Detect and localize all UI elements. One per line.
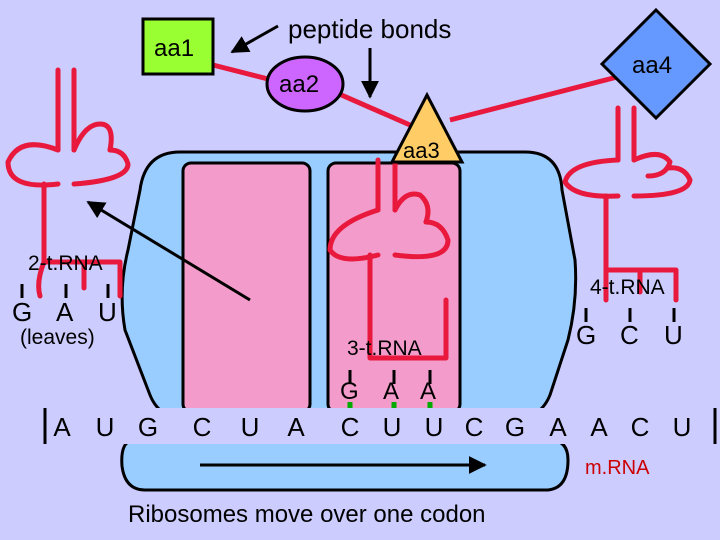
- anticodon-4-base-1: G: [576, 320, 597, 350]
- amino-acid-aa4: [599, 7, 713, 121]
- p-site: [181, 161, 312, 414]
- bond-aa3-aa4: [449, 72, 626, 123]
- mrna-base: A: [549, 412, 567, 442]
- label-mrna: m.RNA: [585, 457, 650, 479]
- amino-acid-aa1: [141, 17, 215, 76]
- bond-aa2-aa3: [328, 87, 412, 128]
- anticodon-3-base-1: G: [340, 378, 359, 405]
- anticodon-2-base-2: A: [56, 297, 74, 327]
- amino-acid-aa2: [265, 55, 345, 113]
- amino-acid-aa3: [389, 91, 465, 164]
- anticodon-4-base-2: C: [620, 320, 639, 350]
- anticodon-2-base-3: U: [98, 297, 117, 327]
- trna-2: [5, 67, 131, 299]
- mrna-base: U: [424, 412, 444, 442]
- label-trna-3: 3-t.RNA: [347, 337, 422, 360]
- label-leaves: (leaves): [20, 326, 95, 349]
- mrna-base: U: [382, 412, 402, 442]
- mrna-strand: [45, 408, 717, 444]
- arrow-peptide-to-aa1: [230, 24, 279, 54]
- label-trna-2: 2-t.RNA: [28, 252, 103, 275]
- mrna-base: C: [340, 412, 360, 442]
- label-aa1: aa1: [154, 35, 195, 62]
- arrow-trna-leaves: [86, 200, 251, 302]
- mrna-base: C: [630, 412, 650, 442]
- label-trna-4: 4-t.RNA: [590, 276, 665, 299]
- mrna-base: U: [240, 412, 260, 442]
- label-peptide-bonds: peptide bonds: [288, 14, 452, 44]
- mrna-base: C: [464, 412, 484, 442]
- trna-3: [327, 157, 451, 361]
- label-aa4: aa4: [632, 52, 673, 79]
- mrna-base: A: [287, 412, 305, 442]
- caption: Ribosomes move over one codon: [128, 501, 486, 528]
- mrna-base: A: [53, 412, 71, 442]
- mrna-base: U: [95, 412, 115, 442]
- anticodon-ticks: [20, 284, 676, 384]
- anticodon-3-base-2: A: [383, 378, 400, 405]
- mrna-base: C: [192, 412, 212, 442]
- anticodon-4-base-3: U: [664, 320, 683, 350]
- trna-4: [562, 105, 693, 303]
- mrna-base: G: [137, 412, 159, 442]
- anticodon-2-base-1: G: [12, 297, 33, 327]
- label-aa3: aa3: [403, 138, 440, 163]
- mrna-base: A: [590, 412, 608, 442]
- mrna-base: U: [672, 412, 692, 442]
- mrna-base: G: [504, 412, 526, 442]
- anticodon-3-base-3: A: [420, 378, 437, 405]
- label-aa2: aa2: [279, 71, 320, 98]
